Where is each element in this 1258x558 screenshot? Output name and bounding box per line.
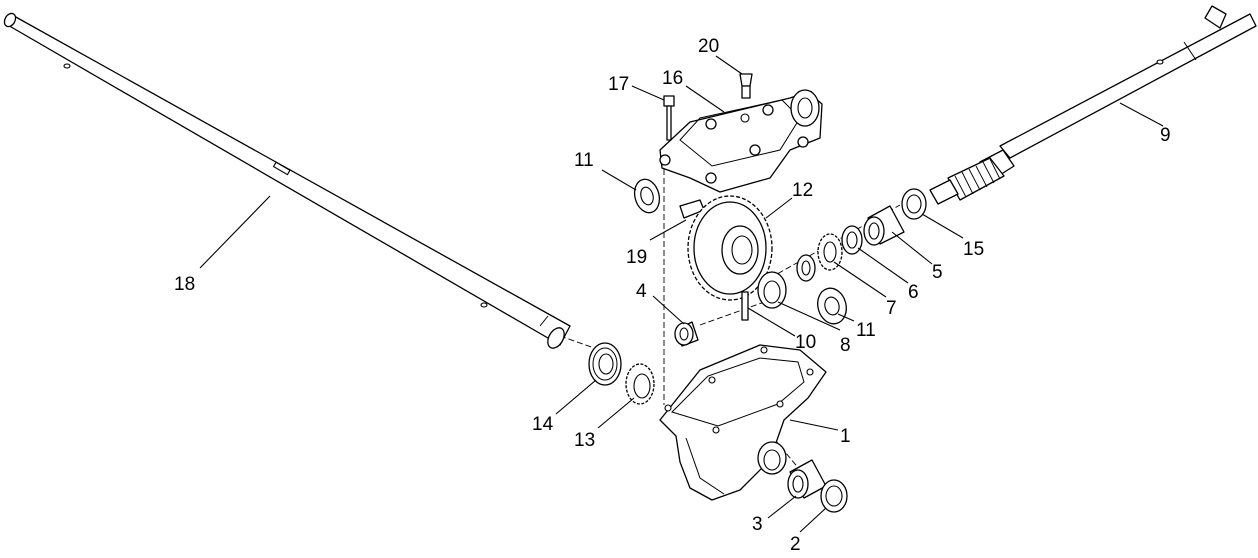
callout-17: 17 <box>608 74 629 95</box>
part-14-seal <box>588 342 622 386</box>
part-9-worm-shaft <box>929 5 1257 205</box>
part-5-sleeve <box>863 205 905 246</box>
part-3-bushing <box>787 459 827 499</box>
callout-labels: 1 2 3 4 5 6 7 8 9 10 11 11 12 13 14 15 1… <box>174 36 1171 555</box>
callout-8: 8 <box>840 335 851 356</box>
part-13-bearing <box>625 363 655 405</box>
part-thrust-washer-small <box>796 254 816 282</box>
callout-14: 14 <box>532 414 554 435</box>
part-8-bushing <box>757 271 787 309</box>
callout-3: 3 <box>752 514 763 535</box>
part-16-cover <box>659 89 823 193</box>
callout-6: 6 <box>908 282 919 303</box>
part-20-plug <box>739 73 753 99</box>
part-15-seal <box>901 188 927 220</box>
callout-1: 1 <box>840 426 851 447</box>
callout-18: 18 <box>174 274 195 295</box>
callout-9: 9 <box>1160 125 1171 146</box>
part-10-pin <box>741 291 749 321</box>
part-1-housing <box>659 344 827 501</box>
part-18-left-shaft <box>3 12 571 349</box>
part-7-thrust-bearing <box>817 233 843 271</box>
part-2-seal <box>820 479 848 513</box>
callout-5: 5 <box>932 262 943 283</box>
callout-19: 19 <box>626 247 647 268</box>
callout-10: 10 <box>795 332 816 353</box>
part-17-bolt <box>663 95 675 141</box>
callout-4: 4 <box>636 281 647 302</box>
callout-7: 7 <box>886 298 897 319</box>
callout-20: 20 <box>698 36 719 57</box>
callout-16: 16 <box>662 68 683 89</box>
callout-11-lower: 11 <box>856 320 876 341</box>
callout-12: 12 <box>792 180 813 201</box>
part-11-washer-upper <box>633 178 661 214</box>
part-6-washer <box>841 225 863 255</box>
callout-13: 13 <box>574 430 595 451</box>
part-12-gear <box>687 195 773 301</box>
callout-11-upper: 11 <box>574 150 594 171</box>
callout-2: 2 <box>790 534 801 555</box>
part-4-bushing <box>674 321 699 347</box>
callout-15: 15 <box>963 239 984 260</box>
leader-lines <box>199 55 1164 533</box>
worm-thread <box>947 157 1005 201</box>
